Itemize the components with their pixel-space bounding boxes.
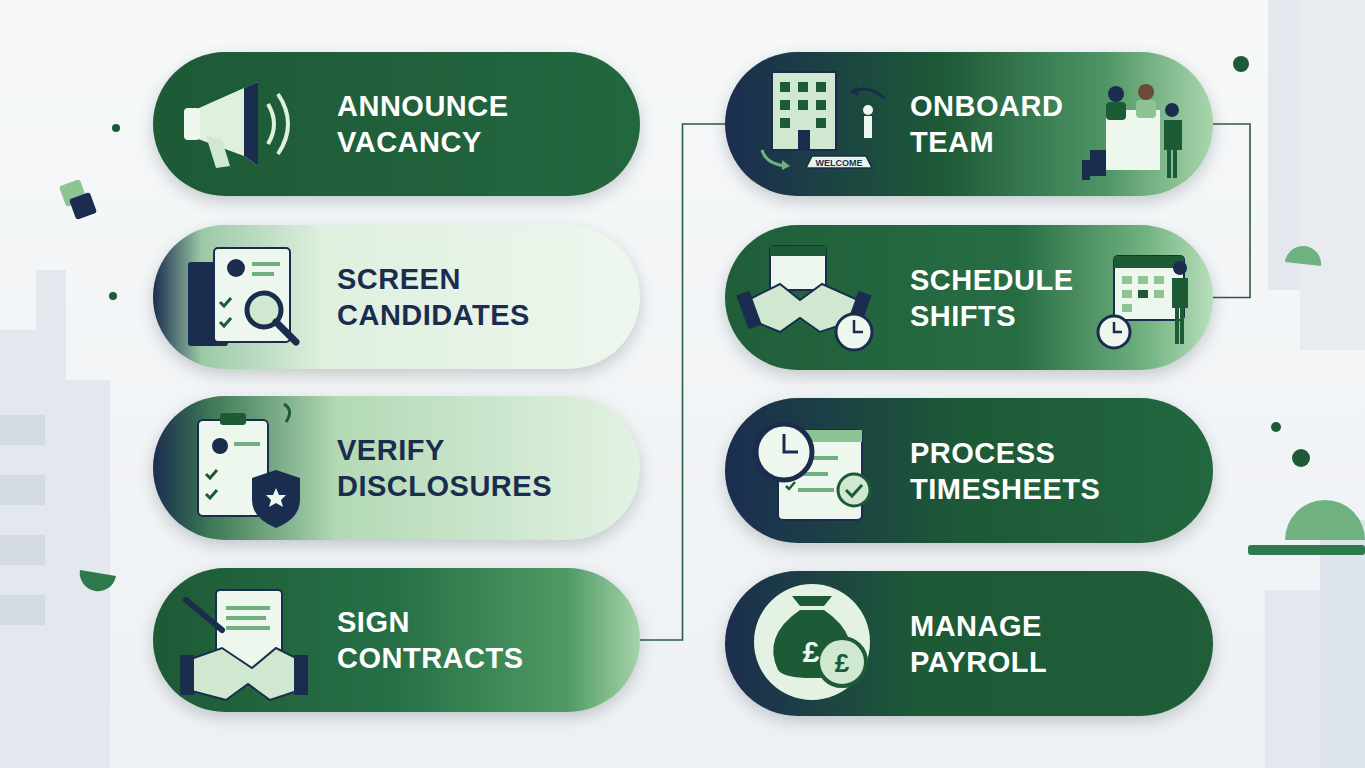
- flow-connector: [640, 124, 725, 640]
- pill-fill: [153, 396, 640, 540]
- step-label: VERIFY DISCLOSURES: [337, 432, 577, 504]
- pill-shape: [153, 396, 640, 540]
- pill-fill: [153, 225, 640, 369]
- step-label: ONBOARD TEAM: [910, 88, 1150, 160]
- currency-symbol: £: [835, 648, 849, 679]
- process-pill: VERIFY DISCLOSURES: [153, 396, 640, 540]
- step-label: MANAGE PAYROLL: [910, 608, 1150, 680]
- pill-shape: [725, 398, 1213, 543]
- step-label: SCHEDULE SHIFTS: [910, 262, 1150, 334]
- pill-shape: [725, 225, 1213, 370]
- step-label: PROCESS TIMESHEETS: [910, 435, 1150, 507]
- step-label: ANNOUNCE VACANCY: [337, 88, 577, 160]
- currency-symbol: £: [803, 635, 820, 669]
- pill-fill: [725, 571, 1213, 716]
- process-pill: SCREEN CANDIDATES: [153, 225, 640, 369]
- process-pill: SCHEDULE SHIFTS: [725, 225, 1213, 370]
- pill-fill: [725, 52, 1213, 196]
- pill-shape: [153, 225, 640, 369]
- process-pill: ONBOARD TEAM: [725, 52, 1213, 196]
- step-label: SCREEN CANDIDATES: [337, 261, 577, 333]
- process-pill: MANAGE PAYROLL: [725, 571, 1213, 716]
- pill-fill: [725, 225, 1213, 370]
- process-pill: PROCESS TIMESHEETS: [725, 398, 1213, 543]
- pill-fill: [153, 568, 640, 712]
- pill-shape: [153, 52, 640, 196]
- flow-connector: [1213, 124, 1250, 298]
- pill-fill: [725, 398, 1213, 543]
- process-pill: SIGN CONTRACTS: [153, 568, 640, 712]
- process-pill: ANNOUNCE VACANCY: [153, 52, 640, 196]
- pill-shape: [725, 52, 1213, 196]
- pill-shape: [725, 571, 1213, 716]
- pill-fill: [153, 52, 640, 196]
- pill-shape: [153, 568, 640, 712]
- step-label: SIGN CONTRACTS: [337, 604, 577, 676]
- welcome-sign: WELCOME: [816, 158, 863, 168]
